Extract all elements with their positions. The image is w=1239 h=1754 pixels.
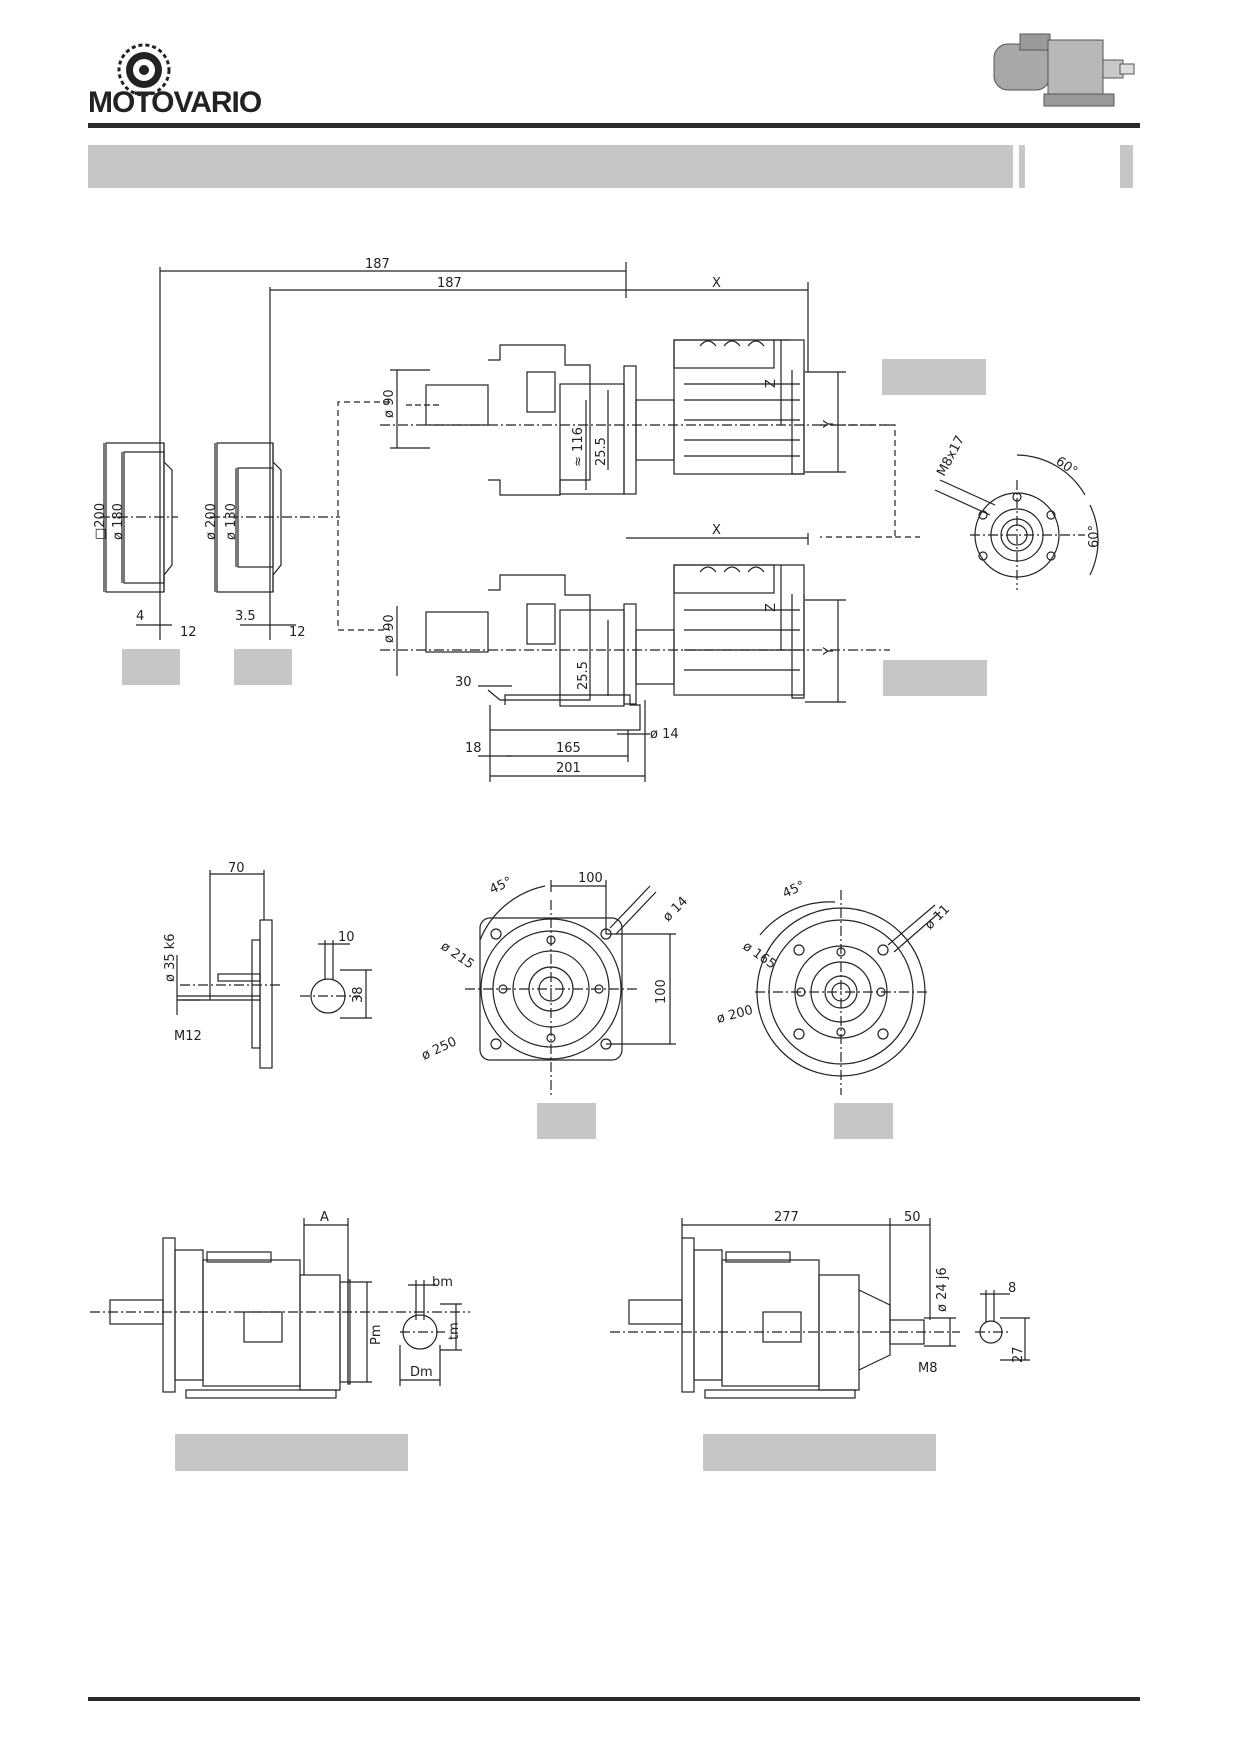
dim-y-top: Y — [822, 420, 837, 429]
gearmotor-iec-adapter-view — [90, 1218, 470, 1399]
dim-y-mid: Y — [822, 647, 837, 656]
label-box-top-motor — [882, 359, 986, 395]
flange-dia-180: ø 180 — [111, 503, 126, 540]
dim-x-top: X — [712, 276, 721, 291]
dia-90-mid: ø 90 — [382, 614, 397, 643]
dim-187-inner: 187 — [437, 276, 462, 291]
dim-dm: Dm — [410, 1365, 433, 1380]
gearmotor-foot-mount — [380, 564, 890, 782]
dim-8: 8 — [1008, 1281, 1016, 1296]
dim-277: 277 — [774, 1210, 799, 1225]
dim-12-a: 12 — [180, 625, 197, 640]
dia-11: ø 11 — [922, 902, 953, 933]
dim-25-5-top: 25.5 — [594, 437, 609, 466]
dim-38: 38 — [351, 986, 366, 1003]
dim-30: 30 — [455, 675, 472, 690]
angle-45-a: 45° — [487, 874, 514, 897]
angle-60-b: 60° — [1087, 525, 1102, 548]
brand-logo — [116, 42, 172, 98]
flange-side-view-a — [100, 442, 178, 593]
motor-flange-front-view — [934, 454, 1099, 590]
dia-200: ø 200 — [715, 1003, 755, 1027]
thread-m12: M12 — [174, 1029, 202, 1044]
dim-100-v: 100 — [654, 979, 669, 1004]
shaft-dia-35k6: ø 35 k6 — [163, 933, 178, 982]
label-box-round-flange — [834, 1103, 893, 1139]
dim-10: 10 — [338, 930, 355, 945]
dim-3-5: 3.5 — [235, 609, 256, 624]
dia-14-base: ø 14 — [650, 727, 679, 742]
dim-a: A — [320, 1210, 329, 1225]
gear-logo-icon — [117, 43, 171, 97]
dia-215: ø 215 — [438, 939, 477, 972]
dim-z-top: Z — [764, 379, 779, 388]
flange-side-view-b — [210, 442, 340, 593]
title-bar-segment — [1120, 145, 1133, 188]
gearmotor-flange-mount — [380, 339, 890, 496]
flange-square-200: □200 — [93, 503, 108, 540]
dia-250: ø 250 — [419, 1034, 459, 1063]
flange-dia-200: ø 200 — [204, 503, 219, 540]
dim-bm: bm — [432, 1275, 453, 1290]
dim-165: 165 — [556, 741, 581, 756]
round-flange-front-view — [755, 890, 941, 1095]
dim-27: 27 — [1011, 1346, 1026, 1363]
approx-116: ≈ 116 — [571, 427, 586, 467]
flange-dia-130: ø 130 — [224, 503, 239, 540]
label-box-flange-b — [234, 649, 292, 685]
dim-25-5-mid: 25.5 — [576, 661, 591, 690]
dia-90-top: ø 90 — [382, 389, 397, 418]
footer-rule — [88, 1697, 1140, 1701]
title-bar-segment — [1019, 145, 1025, 188]
dim-pm: Pm — [369, 1324, 384, 1345]
dia-14-flange: ø 14 — [660, 894, 691, 925]
label-box-iec-adapter — [175, 1434, 408, 1471]
square-flange-front-view — [465, 880, 676, 1095]
shaft-dia-24j6: ø 24 j6 — [935, 1267, 950, 1312]
dim-tm: tm — [447, 1322, 462, 1340]
dim-201: 201 — [556, 761, 581, 776]
gearmotor-input-shaft-view — [610, 1218, 1030, 1399]
angle-60-a: 60° — [1053, 454, 1080, 480]
dim-12-b: 12 — [289, 625, 306, 640]
label-box-square-flange — [537, 1103, 596, 1139]
dim-70: 70 — [228, 861, 245, 876]
dim-187-outer: 187 — [365, 257, 390, 272]
label-box-input-shaft — [703, 1434, 936, 1471]
brand-name: MOTOVARIO — [88, 86, 262, 119]
label-box-flange-a — [122, 649, 180, 685]
header-rule — [88, 123, 1140, 128]
dim-50: 50 — [904, 1210, 921, 1225]
title-bar — [88, 145, 1013, 188]
dim-x-mid: X — [712, 523, 721, 538]
gearmotor-icon — [993, 33, 1135, 107]
dim-18: 18 — [465, 741, 482, 756]
thread-m8: M8 — [918, 1361, 938, 1376]
angle-45-b: 45° — [780, 878, 807, 901]
dim-z-mid: Z — [764, 603, 779, 612]
thread-m8x17: M8x17 — [934, 433, 968, 479]
dim-4: 4 — [136, 609, 144, 624]
product-thumbnail — [990, 30, 1140, 112]
output-shaft-view — [176, 870, 372, 1069]
label-box-foot-motor — [883, 660, 987, 696]
dim-100-h: 100 — [578, 871, 603, 886]
